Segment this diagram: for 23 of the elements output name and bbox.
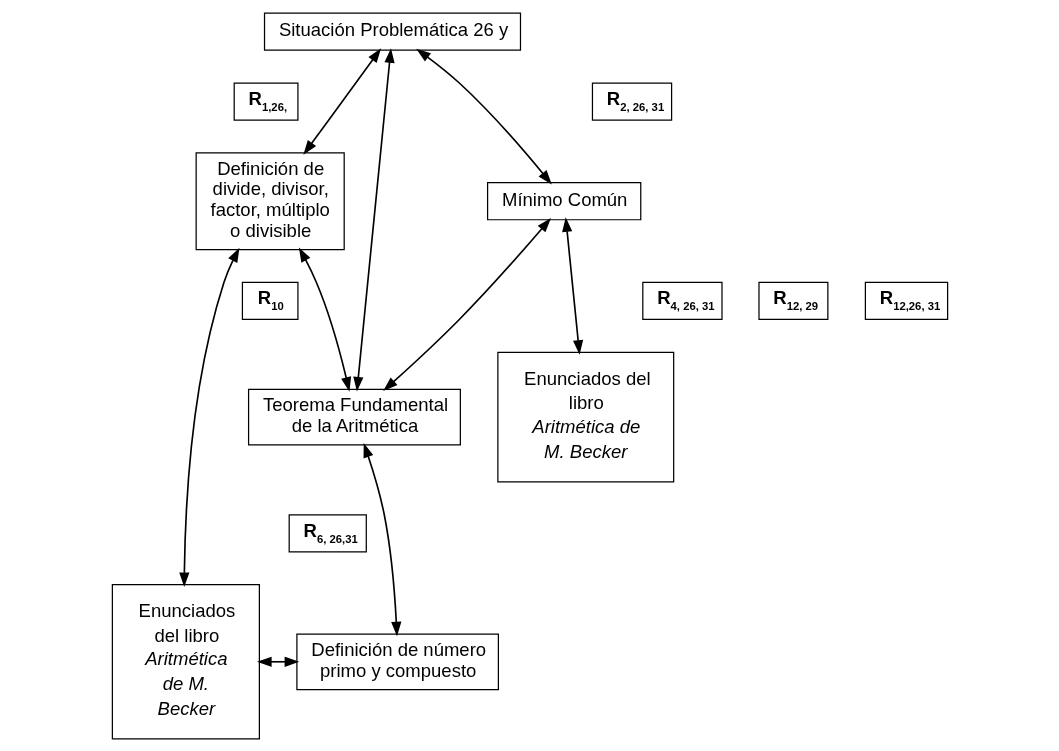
node-box: Mínimo Común — [486, 181, 641, 220]
arrow — [298, 246, 351, 392]
node-box: R$_{12, 29}$ — [757, 281, 828, 320]
node-box: R$_{2, 26, 31}$ — [591, 81, 672, 121]
node-box: Definición de número primo y compuesto — [295, 632, 499, 690]
node-box: Definición de divide, divisor, factor, múltiplo o divisible — [195, 151, 345, 250]
node-box: R$_{4, 26, 31}$ — [641, 281, 723, 320]
arrow — [302, 47, 381, 155]
node-box: R$_{1,26,}$ — [233, 81, 299, 121]
arrow — [415, 48, 552, 184]
arrow — [256, 656, 299, 667]
arrow — [178, 247, 239, 587]
node-box: R$_{12,26, 31}$ — [864, 281, 948, 320]
node-box: Teorema Fundamental de la Aritmética — [247, 388, 461, 445]
arrow — [561, 216, 583, 355]
node-box: Situación Problemática 26 y — [263, 12, 521, 51]
arrow — [363, 442, 401, 636]
node-box: Enunciados del libro Aritmética de M. Becker — [111, 583, 260, 739]
node-box: Enunciados del libro Aritmética de M. Becker — [496, 351, 674, 482]
arrow — [352, 47, 395, 392]
arrow — [382, 217, 551, 391]
node-box: R$_{10}$ — [241, 281, 299, 320]
node-box: R$_{6, 26,31}$ — [288, 513, 367, 552]
